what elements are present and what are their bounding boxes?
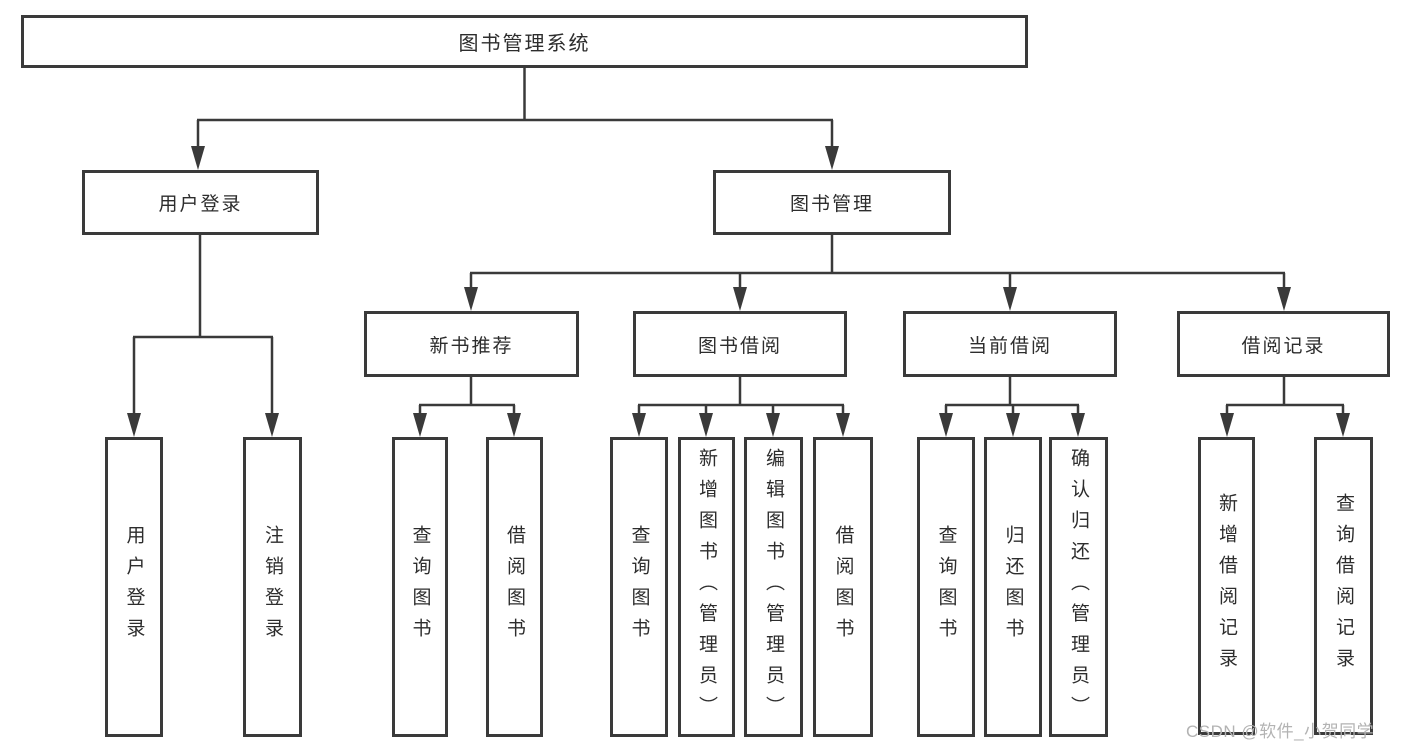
leaf-label: 用户登录 [123, 525, 145, 649]
node-label: 图书管理系统 [458, 33, 591, 55]
leaf-query-borrow-record: 查询借阅记录 [1314, 437, 1373, 735]
leaf-query-books: 查询图书 [610, 437, 668, 737]
leaf-label: 查询图书 [409, 525, 431, 649]
csdn-watermark: CSDN @软件_小贺同学 [1186, 722, 1375, 741]
leaf-label: 编辑图书（管理员） [763, 447, 784, 727]
leaf-logout: 注销登录 [243, 437, 302, 737]
leaf-label: 查询借阅记录 [1333, 493, 1354, 679]
node-new-book-recommendation: 新书推荐 [364, 311, 579, 377]
leaf-label: 查询图书 [628, 525, 650, 649]
node-label: 用户登录 [158, 194, 243, 215]
leaf-borrow-books: 借阅图书 [813, 437, 873, 737]
node-book-borrowing: 图书借阅 [633, 311, 847, 377]
leaf-query-books: 查询图书 [392, 437, 448, 737]
leaf-return-books: 归还图书 [984, 437, 1042, 737]
node-library-management-system: 图书管理系统 [21, 15, 1028, 68]
leaf-borrow-books: 借阅图书 [486, 437, 543, 737]
leaf-label: 确认归还（管理员） [1068, 447, 1089, 727]
leaf-label: 查询图书 [935, 525, 957, 649]
leaf-edit-books-admin: 编辑图书（管理员） [744, 437, 803, 737]
node-label: 图书借阅 [697, 335, 782, 357]
leaf-add-borrow-record: 新增借阅记录 [1198, 437, 1255, 735]
leaf-label: 借阅图书 [504, 525, 525, 649]
leaf-confirm-return-admin: 确认归还（管理员） [1049, 437, 1108, 737]
leaf-user-login: 用户登录 [105, 437, 163, 737]
node-book-management: 图书管理 [713, 170, 951, 235]
leaf-query-books: 查询图书 [917, 437, 975, 737]
node-borrowing-records: 借阅记录 [1177, 311, 1390, 377]
leaf-label: 借阅图书 [832, 525, 854, 649]
leaf-label: 归还图书 [1002, 525, 1024, 649]
leaf-label: 新增借阅记录 [1216, 493, 1237, 679]
node-label: 图书管理 [789, 194, 874, 215]
leaf-add-books-admin: 新增图书（管理员） [678, 437, 735, 737]
node-label: 当前借阅 [967, 335, 1052, 357]
leaf-label: 注销登录 [262, 525, 283, 649]
node-label: 借阅记录 [1241, 335, 1326, 357]
node-label: 新书推荐 [429, 335, 514, 357]
leaf-label: 新增图书（管理员） [696, 447, 717, 727]
node-user-login: 用户登录 [82, 170, 319, 235]
node-current-borrowing: 当前借阅 [903, 311, 1117, 377]
